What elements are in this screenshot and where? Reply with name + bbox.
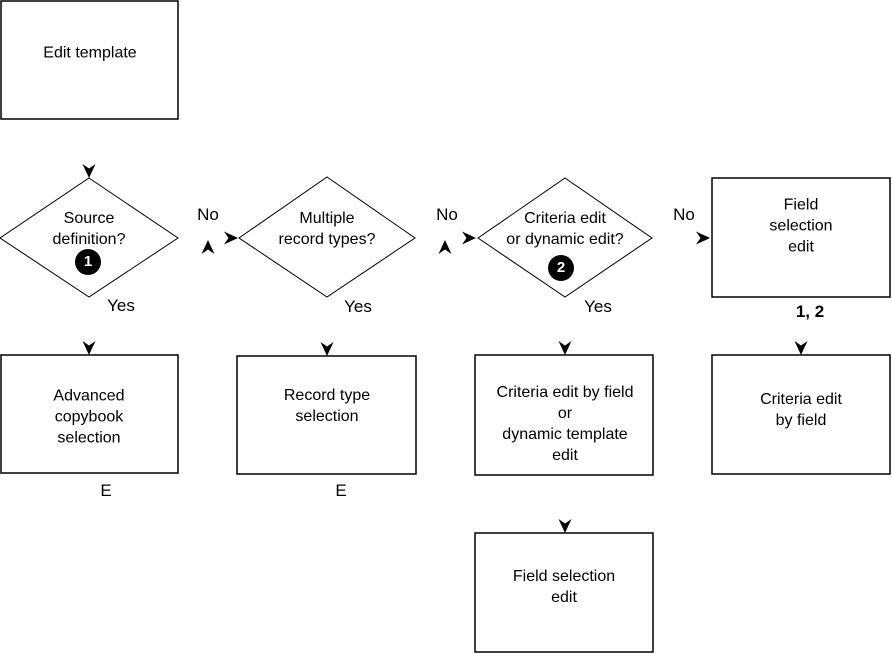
arrowhead-down-source bbox=[82, 164, 96, 178]
criteria-edit-by-field-label: Criteria edit by field bbox=[760, 391, 842, 429]
arrowhead-down-field-selection-bottom bbox=[558, 519, 572, 533]
arrowhead-down-advanced-copybook bbox=[82, 341, 96, 355]
arrowhead-right-multiple bbox=[224, 231, 238, 245]
field-selection-edit-right-label: Field selection edit bbox=[769, 196, 833, 256]
record-type-selection-box bbox=[236, 355, 417, 475]
arrowhead-down-criteria-by-field bbox=[794, 341, 808, 355]
criteria-edit-by-field-or-dynamic-box bbox=[474, 354, 654, 476]
field-selection-edit-right-box bbox=[711, 177, 891, 298]
multiple-record-types-diamond bbox=[238, 176, 416, 298]
arrowhead-down-criteria-by-field-or-dynamic bbox=[558, 341, 572, 355]
edge-label-no-1: No bbox=[197, 205, 219, 224]
edge-label-e-2: E bbox=[335, 481, 347, 500]
advanced-copybook-selection-label: Advanced copybook selection bbox=[53, 387, 125, 447]
edge-label-yes-2: Yes bbox=[344, 297, 372, 316]
edge-e-loop-2 bbox=[327, 249, 445, 503]
edge-label-no-2: No bbox=[436, 205, 458, 224]
source-definition-diamond bbox=[0, 177, 179, 298]
edge-label-e-1: E bbox=[100, 481, 112, 500]
edit-template-label: Edit template bbox=[43, 44, 137, 62]
advanced-copybook-selection-box bbox=[0, 354, 179, 474]
field-selection-edit-bottom-label: Field selection edit bbox=[512, 568, 616, 606]
source-definition-label: Source definition? bbox=[52, 210, 126, 248]
edit-template-box bbox=[0, 0, 179, 120]
arrowhead-right-field-selection bbox=[696, 231, 710, 245]
record-type-selection-label: Record type selection bbox=[283, 387, 371, 425]
multiple-record-types-label: Multiple record types? bbox=[278, 210, 376, 248]
edge-label-no-3: No bbox=[673, 205, 695, 224]
arrowhead-up-e-loop-2 bbox=[438, 240, 452, 254]
badge-2: 2 bbox=[548, 255, 574, 281]
criteria-edit-by-field-or-dynamic-label: Criteria edit by field or dynamic templa… bbox=[496, 384, 634, 464]
arrowhead-right-criteria bbox=[462, 231, 476, 245]
arrowhead-up-e-loop-1 bbox=[201, 240, 215, 254]
criteria-or-dynamic-label: Criteria edit or dynamic edit? bbox=[506, 210, 624, 248]
edge-label-yes-3: Yes bbox=[584, 297, 612, 316]
field-selection-edit-bottom-box bbox=[474, 532, 654, 653]
arrowhead-down-record-type bbox=[320, 342, 334, 356]
edge-label-one-two: 1, 2 bbox=[795, 302, 825, 321]
badge-1: 1 bbox=[75, 249, 101, 275]
edge-label-yes-1: Yes bbox=[107, 296, 135, 315]
edge-e-loop-1 bbox=[89, 249, 208, 503]
criteria-or-dynamic-diamond bbox=[477, 177, 653, 298]
